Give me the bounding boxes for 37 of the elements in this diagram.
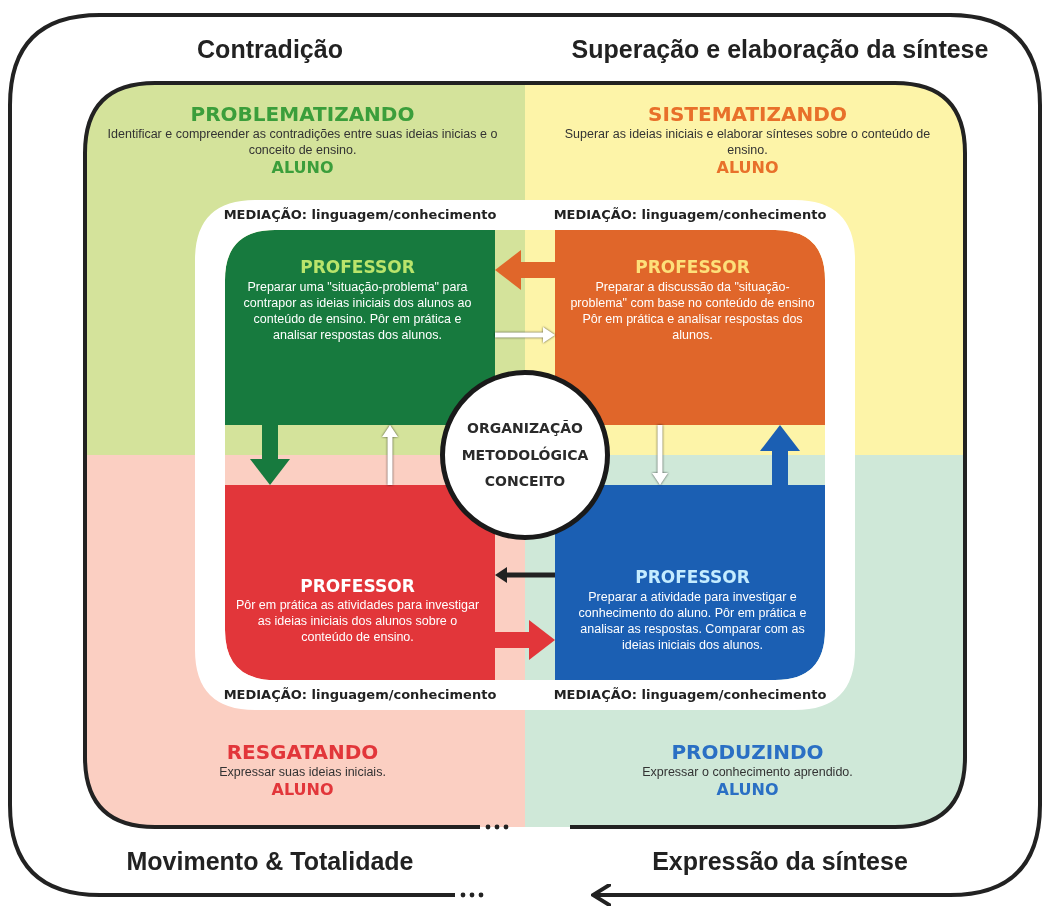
role-label: PROFESSOR bbox=[635, 256, 750, 279]
stage-title: RESGATANDO bbox=[226, 739, 379, 764]
role-label: ALUNO bbox=[271, 780, 334, 801]
role-label: PROFESSOR bbox=[300, 574, 415, 597]
cycle-phase-label: Expressão da síntese bbox=[651, 846, 909, 877]
stage-description: Superar as ideias iniciais e elaborar sínteses sobre o conteúdo de ensino. bbox=[563, 125, 932, 159]
arrow bbox=[250, 425, 290, 485]
arrow bbox=[495, 620, 555, 660]
stage-title: SISTEMATIZANDO bbox=[648, 101, 847, 126]
mediation-label: MEDIAÇÃO: linguagem/conhecimento bbox=[552, 686, 828, 704]
mediation-label: MEDIAÇÃO: linguagem/conhecimento bbox=[222, 206, 498, 224]
role-label: PROFESSOR bbox=[635, 566, 750, 589]
cycle-phase-label: Superação e elaboração da síntese bbox=[570, 34, 990, 65]
teacher-action-text: Preparar a atividade para investigar e conhecimento do aluno. Pôr em prática e analisar as respostas. Comparar com as ideias iniciais dos alunos. bbox=[577, 588, 808, 654]
mediation-label: MEDIAÇÃO: linguagem/conhecimento bbox=[552, 206, 828, 224]
teacher-action-text: Pôr em prática as atividades para investigar as ideias iniciais dos alunos sobre o conteúdo de ensino. bbox=[235, 596, 480, 646]
role-label: PROFESSOR bbox=[300, 256, 415, 279]
mediation-label: MEDIAÇÃO: linguagem/conhecimento bbox=[222, 686, 498, 704]
arrow bbox=[495, 567, 555, 583]
arrow bbox=[382, 425, 398, 485]
arrow bbox=[495, 327, 555, 343]
stage-description: Expressar o conhecimento aprendido. bbox=[642, 763, 853, 781]
role-label: ALUNO bbox=[716, 780, 779, 801]
teacher-action-text: Preparar uma "situação-problema" para contrapor as ideias iniciais dos alunos ao conteúdo de ensino. Pôr em prática e analisar respostas dos alunos. bbox=[242, 278, 473, 344]
arrow bbox=[495, 250, 555, 290]
role-label: ALUNO bbox=[271, 158, 334, 179]
center-title: ORGANIZAÇÃO METODOLÓGICA CONCEITO bbox=[460, 419, 590, 492]
stage-title: PRODUZINDO bbox=[671, 739, 824, 764]
stage-description: Expressar suas ideias iniciais. bbox=[219, 763, 386, 781]
cycle-phase-label: Movimento & Totalidade bbox=[125, 846, 415, 877]
stage-title: PROBLEMATIZANDO bbox=[190, 101, 415, 126]
arrow bbox=[760, 425, 800, 485]
cycle-phase-label: Contradição bbox=[196, 34, 344, 65]
arrow bbox=[652, 425, 668, 485]
stage-description: Identificar e compreender as contradições entre suas ideias inicias e o conceito de ensino. bbox=[106, 125, 499, 159]
teacher-action-text: Preparar a discussão da "situação-problema" com base no conteúdo de ensino Pôr em prática e analisar respostas dos alunos. bbox=[570, 278, 815, 344]
role-label: ALUNO bbox=[716, 158, 779, 179]
